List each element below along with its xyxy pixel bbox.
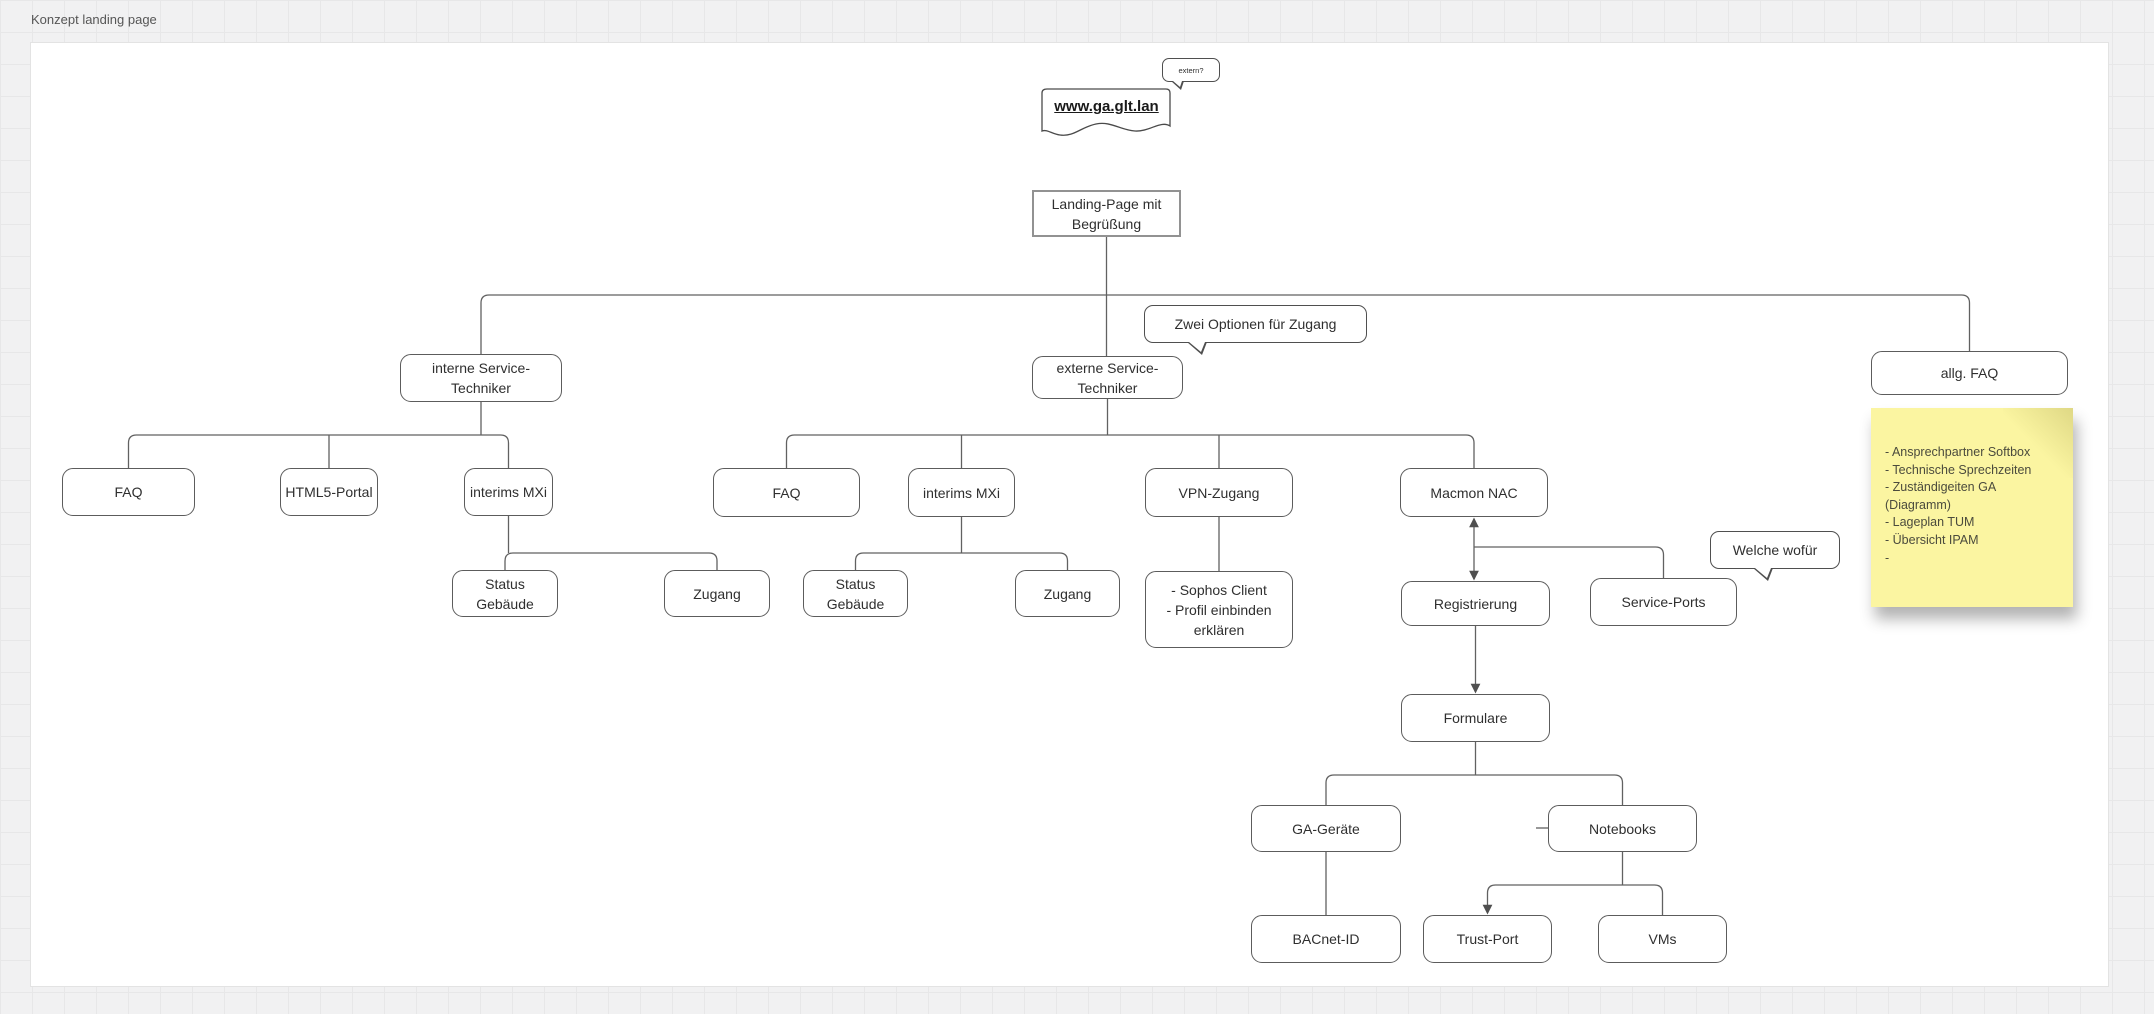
node-bacnet-id[interactable]: BACnet-ID — [1251, 915, 1401, 963]
note-line: - Lageplan TUM — [1885, 515, 1975, 530]
node-label: interims MXi — [922, 484, 1000, 501]
document-shape-url[interactable]: www.ga.glt.lan — [1041, 88, 1172, 140]
node-label: Registrierung — [1433, 595, 1518, 612]
note-line: - Technische Sprechzeiten — [1885, 462, 2032, 477]
node-label: Trust-Port — [1456, 931, 1519, 947]
node-label: allg. FAQ — [1940, 365, 1999, 381]
node-label-line: erklären — [1193, 621, 1245, 638]
speech-bubble-welche-wofuer[interactable]: Welche wofür — [1710, 531, 1840, 581]
node-interims-mxi-extern[interactable]: interims MXi — [908, 468, 1015, 517]
node-ga-geraete[interactable]: GA-Geräte — [1251, 805, 1401, 852]
node-formulare[interactable]: Formulare — [1401, 694, 1550, 742]
node-label: FAQ — [114, 484, 143, 500]
node-macmon-nac[interactable]: Macmon NAC — [1400, 468, 1548, 517]
node-label: HTML5-Portal — [285, 484, 373, 500]
node-label: externe Service-Techniker — [1056, 359, 1159, 396]
node-label: VMs — [1648, 931, 1677, 947]
node-status-gebaeude-intern[interactable]: Status Gebäude — [452, 570, 558, 617]
node-vms[interactable]: VMs — [1598, 915, 1727, 963]
speech-bubble-label: extern? — [1178, 65, 1204, 75]
document-shape-outline — [1041, 88, 1171, 136]
node-label: Status Gebäude — [826, 575, 885, 612]
node-label: - Sophos Client - Profil einbinden erklä… — [1148, 580, 1290, 640]
node-interne-service-techniker[interactable]: interne Service-Techniker — [400, 354, 562, 402]
node-label: FAQ — [772, 484, 801, 501]
node-label: Formulare — [1443, 710, 1508, 726]
node-status-gebaeude-extern[interactable]: Status Gebäude — [803, 570, 908, 617]
node-trust-port[interactable]: Trust-Port — [1423, 915, 1552, 963]
speech-bubble-zwei-optionen[interactable]: Zwei Optionen für Zugang — [1144, 305, 1367, 355]
speech-bubble-label: Zwei Optionen für Zugang — [1174, 316, 1337, 332]
node-sophos-client[interactable]: - Sophos Client - Profil einbinden erklä… — [1145, 571, 1293, 648]
note-line: - Ansprechpartner Softbox — [1885, 445, 2031, 459]
node-label: interims MXi — [469, 484, 547, 500]
node-vpn-zugang[interactable]: VPN-Zugang — [1145, 468, 1293, 517]
node-label: Macmon NAC — [1430, 484, 1518, 501]
node-notebooks[interactable]: Notebooks — [1548, 805, 1697, 852]
node-faq-extern[interactable]: FAQ — [713, 468, 860, 517]
speech-bubble-extern[interactable]: extern? — [1162, 58, 1220, 90]
note-line: (Diagramm) — [1885, 497, 1951, 512]
node-label: GA-Geräte — [1292, 820, 1360, 837]
node-label: Notebooks — [1589, 820, 1656, 837]
note-line: - — [1885, 550, 1890, 565]
node-label: Service-Ports — [1621, 594, 1706, 610]
node-label-line: - Profil einbinden — [1166, 601, 1272, 618]
note-line: - Übersicht IPAM — [1885, 532, 1979, 547]
node-html5-portal[interactable]: HTML5-Portal — [280, 468, 378, 516]
node-label: VPN-Zugang — [1178, 484, 1260, 501]
node-label: Zugang — [693, 585, 741, 602]
sticky-note[interactable]: - Ansprechpartner Softbox - Technische S… — [1871, 408, 2073, 607]
speech-bubble-label: Welche wofür — [1732, 542, 1818, 558]
node-zugang-extern[interactable]: Zugang — [1015, 570, 1120, 617]
node-label: interne Service-Techniker — [431, 360, 531, 396]
node-label: Status Gebäude — [476, 575, 534, 612]
node-label: BACnet-ID — [1292, 931, 1360, 947]
node-landing-page[interactable]: Landing-Page mit Begrüßung — [1032, 190, 1181, 237]
node-label-line: - Sophos Client — [1171, 581, 1267, 598]
node-allg-faq[interactable]: allg. FAQ — [1871, 351, 2068, 395]
note-line: - Zuständigeiten GA — [1885, 480, 1997, 495]
diagram-title: Konzept landing page — [31, 12, 157, 27]
url-label: www.ga.glt.lan — [1054, 98, 1159, 115]
node-label: Zugang — [1043, 585, 1092, 602]
node-service-ports[interactable]: Service-Ports — [1590, 578, 1737, 626]
node-zugang-intern[interactable]: Zugang — [664, 570, 770, 617]
node-label: Landing-Page mit Begrüßung — [1051, 195, 1162, 232]
note-fold-shade — [2003, 408, 2073, 478]
node-externe-service-techniker[interactable]: externe Service-Techniker — [1032, 356, 1183, 399]
node-faq-intern[interactable]: FAQ — [62, 468, 195, 516]
node-interims-mxi-intern[interactable]: interims MXi — [464, 468, 553, 516]
node-registrierung[interactable]: Registrierung — [1401, 581, 1550, 626]
